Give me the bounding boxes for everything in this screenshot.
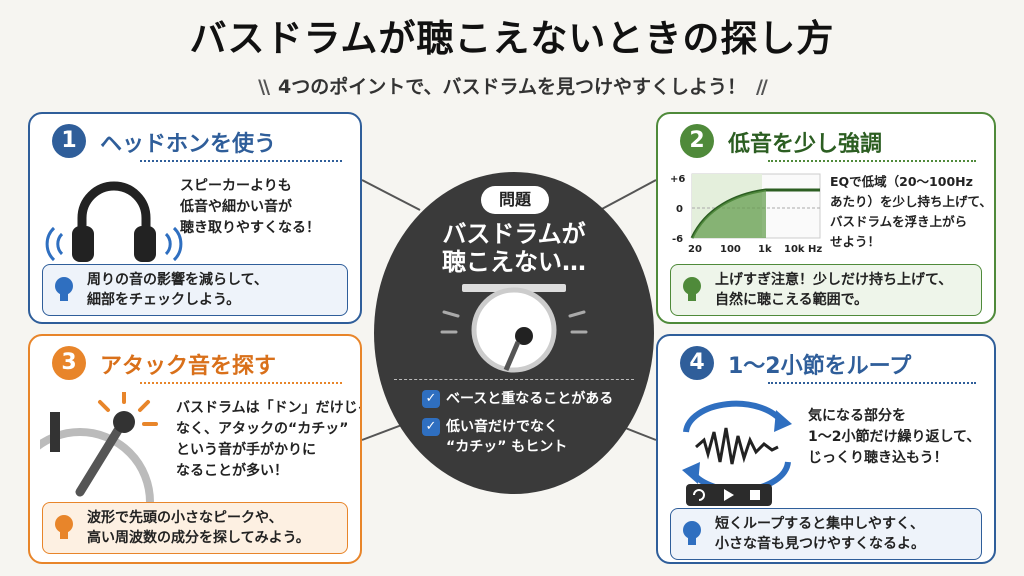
- check-text: “カチッ” もヒント: [446, 439, 568, 455]
- body-line: 気になる部分を: [808, 408, 906, 424]
- card-title: 低音を少し強調: [728, 132, 883, 157]
- check-icon: ✓: [422, 390, 440, 408]
- eq-y-tick: +6: [670, 174, 685, 185]
- tip-line: 小さな音も見つけやすくなるよ。: [715, 536, 925, 552]
- problem-circle: 問題 バスドラムが 聴こえない… ✓ ベースと重なることがある ✓ 低い音だけで…: [374, 172, 654, 494]
- body-line: なく、アタックの“カチッ”: [176, 421, 349, 437]
- card-headphones: 1 ヘッドホンを使う スピーカーよりも 低音や細かい音が 聴き取りやすくなる！ …: [28, 112, 362, 324]
- tip-line: 細部をチェックしよう。: [87, 292, 241, 308]
- slash-decoration-left: \\: [258, 76, 270, 98]
- card-number: 4: [680, 346, 714, 380]
- tip-line: 周りの音の影響を減らして、: [87, 272, 268, 288]
- body-line: という音が手がかりに: [176, 442, 316, 458]
- tip-box: 上げすぎ注意！少しだけ持ち上げて、自然に聴こえる範囲で。: [670, 264, 982, 316]
- transport-icons: [693, 489, 760, 501]
- tip-line: 短くループすると集中しやすく、: [715, 516, 925, 532]
- card-loop: 4 1〜2小節をループ 気になる部分を 1〜2小節だけ繰り返して、 じっくり聴き…: [656, 334, 996, 564]
- card-number: 1: [52, 124, 86, 158]
- bulb-icon: [55, 277, 73, 301]
- eq-y-tick: 0: [676, 204, 683, 215]
- body-line: あたり）を少し持ち上げて、: [830, 194, 992, 209]
- divider: [768, 160, 976, 162]
- slash-decoration-right: //: [755, 76, 768, 98]
- bass-drum-icon: [440, 284, 588, 373]
- headphones-icon: [45, 181, 183, 262]
- card-body: スピーカーよりも 低音や細かい音が 聴き取りやすくなる！: [180, 176, 320, 239]
- tip-line: 自然に聴こえる範囲で。: [715, 292, 869, 308]
- body-line: せよう！: [830, 234, 881, 249]
- bulb-icon: [683, 277, 701, 301]
- divider: [394, 379, 634, 380]
- page-subtitle: \\ 4つのポイントで、バスドラムを見つけやすくしよう！ //: [0, 72, 1024, 99]
- card-body: EQで低域（20〜100Hz あたり）を少し持ち上げて、 バスドラムを浮き上がら…: [830, 172, 992, 252]
- eq-y-tick: -6: [672, 234, 683, 245]
- card-attack: 3 アタック音を探す バスドラムは「ドン」だけじゃ なく、アタックの“カチッ” …: [28, 334, 362, 564]
- card-body: バスドラムは「ドン」だけじゃ なく、アタックの“カチッ” という音が手がかりに …: [176, 398, 362, 482]
- body-line: 1〜2小節だけ繰り返して、: [808, 429, 981, 445]
- body-line: スピーカーよりも: [180, 178, 292, 194]
- card-body: 気になる部分を 1〜2小節だけ繰り返して、 じっくり聴き込もう！: [808, 406, 980, 469]
- bulb-icon: [55, 515, 73, 539]
- body-line: 低音や細かい音が: [180, 199, 292, 215]
- tip-line: 高い周波数の成分を探してみよう。: [87, 530, 310, 546]
- divider: [768, 382, 976, 384]
- card-eq: 2 低音を少し強調 +6 0 -6 20 100 1k 10k Hz EQで低域…: [656, 112, 996, 324]
- eq-x-tick: 10k Hz: [784, 244, 822, 255]
- subtitle-text: 4つのポイントで、バスドラムを見つけやすくしよう！: [278, 76, 746, 98]
- tip-line: 波形で先頭の小さなピークや、: [87, 510, 283, 526]
- divider: [140, 160, 342, 162]
- body-line: 聴き取りやすくなる！: [180, 220, 320, 236]
- problem-line: バスドラムが: [442, 220, 586, 248]
- check-text: 低い音だけでなく: [446, 419, 558, 435]
- card-title: アタック音を探す: [100, 354, 277, 379]
- card-number: 2: [680, 124, 714, 158]
- check-icon: ✓: [422, 418, 440, 436]
- transport-controls: [686, 484, 772, 506]
- check-text: ベースと重なることがある: [446, 391, 614, 407]
- problem-badge: 問題: [481, 186, 549, 214]
- eq-x-tick: 20: [688, 244, 702, 255]
- problem-line: 聴こえない…: [442, 248, 586, 276]
- body-line: バスドラムは「ドン」だけじゃ: [176, 400, 362, 416]
- body-line: じっくり聴き込もう！: [808, 450, 948, 466]
- tip-box: 短くループすると集中しやすく、小さな音も見つけやすくなるよ。: [670, 508, 982, 560]
- page-title: バスドラムが聴こえないときの探し方: [189, 17, 835, 60]
- tip-line: 上げすぎ注意！少しだけ持ち上げて、: [715, 272, 953, 288]
- body-line: バスドラムを浮き上がら: [830, 214, 968, 229]
- tip-box: 波形で先頭の小さなピークや、高い周波数の成分を探してみよう。: [42, 502, 348, 554]
- tip-box: 周りの音の影響を減らして、細部をチェックしよう。: [42, 264, 348, 316]
- eq-curve-icon: +6 0 -6 20 100 1k 10k Hz: [670, 173, 822, 255]
- eq-x-tick: 1k: [758, 244, 772, 255]
- body-line: EQで低域（20〜100Hz: [830, 174, 973, 189]
- drum-stick-icon: [40, 392, 158, 502]
- divider: [140, 382, 342, 384]
- bulb-icon: [683, 521, 701, 545]
- body-line: なることが多い！: [176, 463, 288, 479]
- card-number: 3: [52, 346, 86, 380]
- card-title: ヘッドホンを使う: [100, 132, 277, 157]
- eq-x-tick: 100: [720, 244, 741, 255]
- card-title: 1〜2小節をループ: [728, 354, 912, 379]
